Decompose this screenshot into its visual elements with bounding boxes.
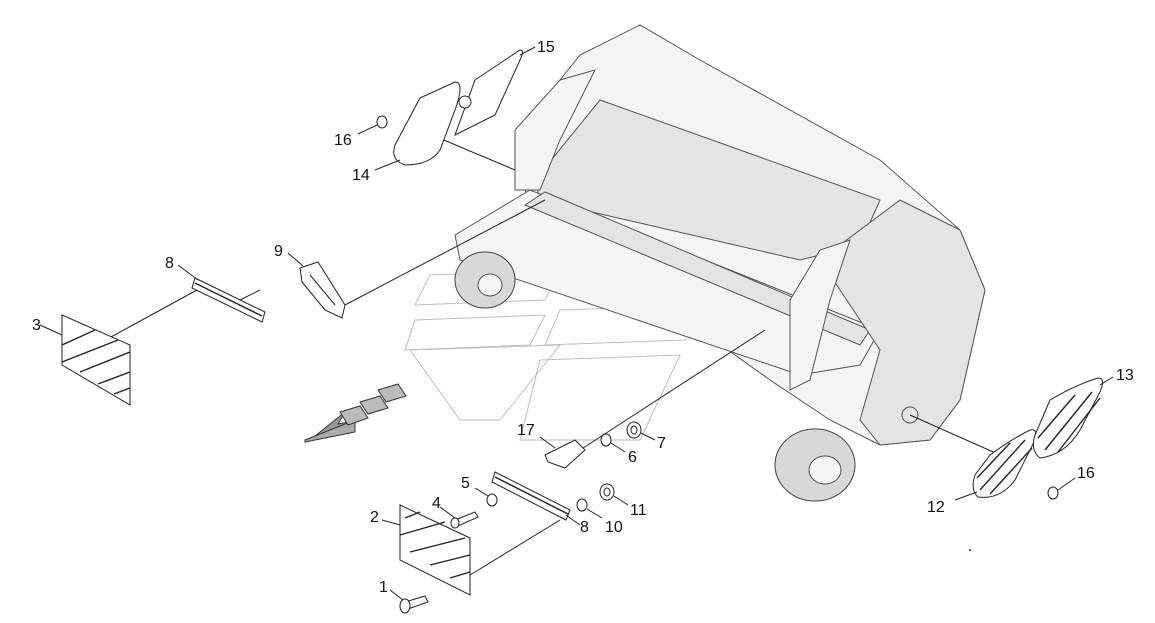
part-3-warning-plate — [39, 314, 131, 406]
part-2-warning-plate — [381, 504, 471, 596]
stray-dot — [969, 549, 971, 551]
callout-3: 3 — [32, 317, 41, 334]
callout-4: 4 — [432, 495, 441, 512]
part-16-washer-top — [357, 115, 388, 135]
callout-6: 6 — [628, 449, 637, 466]
callout-8-upper: 8 — [165, 255, 174, 272]
part-10-washer — [576, 498, 603, 519]
part-15-warning-sign — [454, 46, 536, 137]
part-14-warning-sign — [374, 81, 461, 171]
part-12-warning-sign — [954, 429, 1037, 501]
travel-direction-arrow — [304, 383, 407, 443]
part-9-mounting-bracket — [287, 252, 346, 319]
callout-5: 5 — [461, 475, 470, 492]
callout-10: 10 — [605, 519, 623, 536]
callout-2: 2 — [370, 509, 379, 526]
callout-9: 9 — [274, 243, 283, 260]
part-1-screw — [389, 589, 429, 614]
part-16-washer-right — [1047, 477, 1076, 500]
callout-8-lower: 8 — [580, 519, 589, 536]
callout-12: 12 — [927, 499, 945, 516]
callout-11: 11 — [630, 502, 647, 519]
callout-labels: 1 2 3 4 5 6 7 8 8 9 10 11 12 13 14 15 16… — [32, 39, 1134, 596]
callout-14: 14 — [352, 167, 370, 184]
part-8-bracket-bar-upper — [177, 264, 266, 323]
part-11-nut — [599, 483, 629, 506]
callout-7: 7 — [657, 435, 666, 452]
callout-1: 1 — [379, 579, 388, 596]
part-5-washer — [474, 487, 498, 507]
part-8-bracket-bar-lower — [491, 471, 581, 526]
part-7-nut — [626, 421, 656, 441]
callout-16-right: 16 — [1077, 465, 1095, 482]
part-13-warning-sign — [1032, 376, 1114, 459]
machine-header — [454, 24, 986, 502]
part-4-bolt — [439, 506, 479, 529]
callout-16-top: 16 — [334, 132, 352, 149]
part-17-bracket — [539, 436, 586, 469]
callout-17: 17 — [517, 422, 535, 439]
callout-15: 15 — [537, 39, 555, 56]
callout-13: 13 — [1116, 367, 1134, 384]
part-6-washer — [600, 433, 626, 453]
